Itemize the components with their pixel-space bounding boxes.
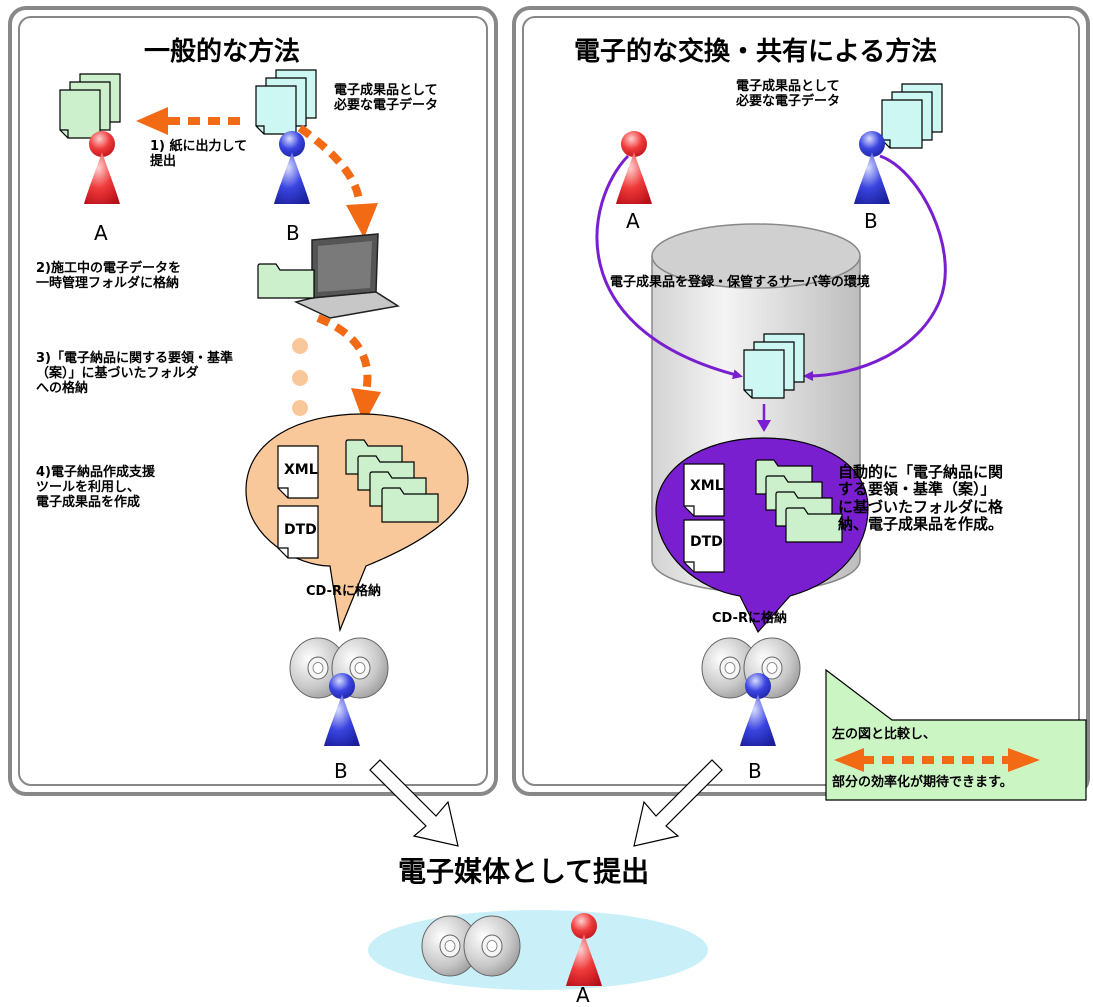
submission-ellipse [368, 910, 708, 990]
step3-label: 3)「電子納品に関する要領・基準 （案）」に基づいたフォルダ への格納 [36, 351, 233, 396]
left-person-a-label: A [94, 221, 108, 245]
purple-arrow-from-b [803, 154, 947, 381]
left-panel-title: 一般的な方法 [144, 37, 301, 67]
right-person-b-bottom-label: B [748, 759, 762, 783]
left-data-note: 電子成果品として 必要な電子データ [334, 83, 439, 113]
step4-label: 4)電子納品作成支援 ツールを利用し、 電子成果品を作成 [36, 465, 155, 510]
auto-process-note: 自動的に「電子納品に関 する要領・基準（案）」 に基づいたフォルダに格 納、電子… [838, 463, 1004, 533]
left-person-b-bottom-icon [324, 673, 360, 746]
right-person-a-label: A [626, 209, 640, 233]
purple-down-arrow [757, 404, 771, 432]
step2-label: 2)施工中の電子データを 一時管理フォルダに格納 [36, 261, 181, 291]
left-person-b-bottom-label: B [334, 759, 348, 783]
bottom-person-a-label: A [576, 983, 590, 1007]
comparison-double-arrow [834, 748, 1040, 772]
purple-arrow-from-a [595, 154, 743, 380]
right-panel-frame [512, 6, 1090, 796]
right-dtd-label: DTD [690, 534, 723, 550]
comparison-line2: 部分の効率化が期待できます。 [832, 775, 1013, 790]
left-person-b-top-label: B [286, 221, 300, 245]
progress-dots [292, 338, 308, 416]
step1-label: 1) 紙に出力して 提出 [150, 139, 248, 169]
left-submit-arrow [369, 759, 459, 847]
left-paper-documents-icon [59, 73, 121, 139]
left-dtd-label: DTD [284, 522, 317, 538]
right-panel-title: 電子的な交換・共有による方法 [574, 37, 938, 67]
right-cdr-label: CD-Rに格納 [712, 611, 787, 626]
bottom-title: 電子媒体として提出 [398, 855, 650, 888]
right-xml-label: XML [690, 478, 724, 494]
orange-arrow-to-bubble [316, 314, 381, 424]
right-person-b-top-label: B [864, 209, 878, 233]
comparison-callout [825, 668, 1087, 801]
right-electronic-data-icon [881, 83, 943, 149]
right-submit-arrow [633, 759, 723, 847]
left-person-b-icon [274, 131, 310, 204]
comparison-line1: 左の図と比較し、 [832, 727, 937, 742]
right-person-b-icon [854, 131, 890, 204]
server-label: 電子成果品を登録・保管するサーバ等の環境 [610, 275, 870, 290]
left-cdr-label: CD-Rに格納 [306, 584, 381, 599]
orange-arrow-to-a [136, 107, 240, 135]
orange-arrow-to-pc [297, 124, 378, 238]
laptop-icon [293, 233, 401, 319]
temp-folder-icon [257, 263, 315, 299]
right-person-a-icon [616, 131, 652, 204]
right-person-b-bottom-icon [740, 673, 776, 746]
right-data-note: 電子成果品として 必要な電子データ [736, 79, 841, 109]
left-xml-label: XML [284, 462, 318, 478]
left-person-a-icon [84, 131, 120, 204]
left-panel-frame [8, 6, 498, 796]
left-electronic-data-icon [255, 69, 317, 135]
